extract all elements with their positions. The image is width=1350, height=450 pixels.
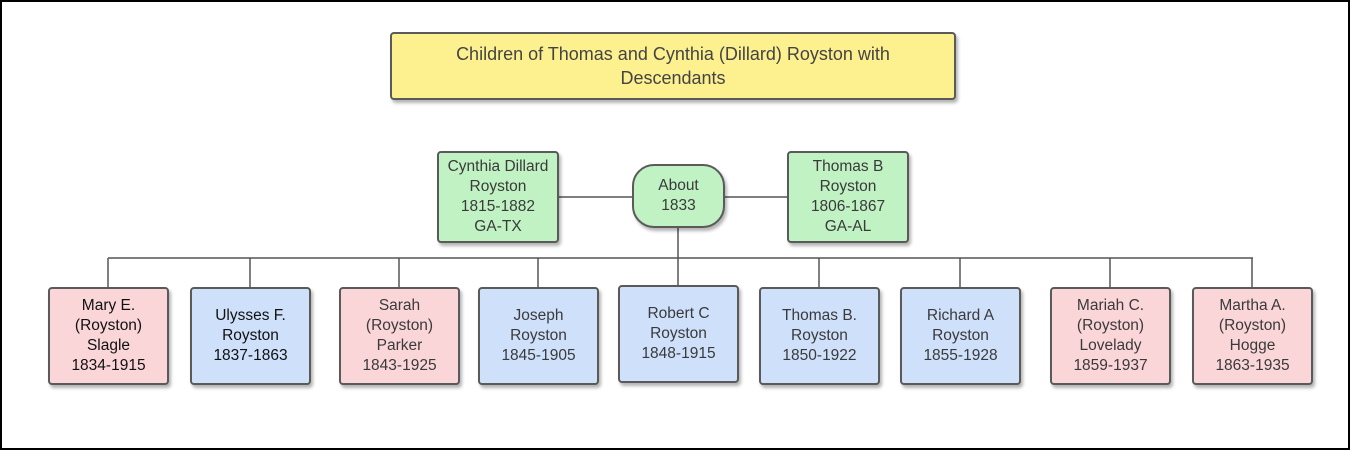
child-text-line: Royston xyxy=(932,327,989,344)
child-text-line: Ulysses F. xyxy=(215,307,286,324)
child-text-line: Lovelady xyxy=(1079,337,1142,354)
child-text-line: (Royston) xyxy=(1218,317,1287,334)
child-text-line: Thomas B. xyxy=(782,307,857,324)
father-name: Thomas B xyxy=(812,158,884,175)
chart-title: Children of Thomas and Cynthia (Dillard)… xyxy=(390,32,956,100)
child-text-line: Martha A. xyxy=(1219,297,1286,314)
child-text-line: Richard A xyxy=(926,307,995,324)
father-box: Thomas B Royston 1806-1867 GA-AL xyxy=(787,151,909,243)
child-text: Robert C Royston 1848-1915 xyxy=(641,304,715,364)
child-text-line: Royston xyxy=(791,327,848,344)
child-text-line: Joseph xyxy=(513,307,564,324)
child-box: Martha A. (Royston) Hogge 1863-1935 xyxy=(1192,287,1313,385)
mother-text: Cynthia Dillard Royston 1815-1882 GA-TX xyxy=(448,157,549,237)
child-text-line: Royston xyxy=(510,327,567,344)
child-text-line: 1859-1937 xyxy=(1073,357,1148,374)
child-box: Mary E. (Royston) Slagle 1834-1915 xyxy=(48,287,169,385)
child-text: Ulysses F. Royston 1837-1863 xyxy=(213,306,287,366)
child-text-line: 1834-1915 xyxy=(71,357,146,374)
child-text: Mary E. (Royston) Slagle 1834-1915 xyxy=(71,296,145,376)
title-text: Children of Thomas and Cynthia (Dillard)… xyxy=(456,44,890,88)
child-box: Ulysses F. Royston 1837-1863 xyxy=(190,287,311,385)
child-text-line: Royston xyxy=(222,327,279,344)
marriage-node: About 1833 xyxy=(632,164,725,228)
child-box: Thomas B. Royston 1850-1922 xyxy=(759,287,880,385)
child-text-line: 1855-1928 xyxy=(923,347,998,364)
child-text-line: (Royston) xyxy=(74,317,143,334)
child-box: Richard A Royston 1855-1928 xyxy=(900,287,1021,385)
mother-name: Cynthia Dillard xyxy=(447,158,549,175)
child-text-line: Royston xyxy=(650,325,707,342)
child-text: Sarah (Royston) Parker 1843-1925 xyxy=(362,296,436,376)
marriage-text: About 1833 xyxy=(658,176,699,216)
child-text-line: 1845-1905 xyxy=(501,347,576,364)
child-text-line: Sarah xyxy=(378,297,421,314)
child-box: Sarah (Royston) Parker 1843-1925 xyxy=(339,287,460,385)
child-text-line: 1850-1922 xyxy=(782,347,857,364)
child-text-line: 1843-1925 xyxy=(362,357,437,374)
mother-places: GA-TX xyxy=(474,218,522,235)
child-text-line: 1837-1863 xyxy=(213,347,288,364)
child-text-line: Parker xyxy=(376,337,423,354)
child-text-line: Mariah C. xyxy=(1076,297,1145,314)
child-text: Mariah C. (Royston) Lovelady 1859-1937 xyxy=(1073,296,1147,376)
marriage-year: 1833 xyxy=(661,197,696,214)
father-surname: Royston xyxy=(819,178,877,195)
child-text-line: Robert C xyxy=(647,305,710,322)
mother-box: Cynthia Dillard Royston 1815-1882 GA-TX xyxy=(437,151,559,243)
child-text-line: 1863-1935 xyxy=(1215,357,1290,374)
child-box: Mariah C. (Royston) Lovelady 1859-1937 xyxy=(1050,287,1171,385)
child-text-line: Mary E. xyxy=(81,297,136,314)
father-places: GA-AL xyxy=(824,218,872,235)
mother-dates: 1815-1882 xyxy=(460,198,536,215)
marriage-about: About xyxy=(658,177,699,194)
child-box: Robert C Royston 1848-1915 xyxy=(618,285,739,383)
child-drop-lines xyxy=(107,258,1253,287)
child-text-line: (Royston) xyxy=(365,317,434,334)
mother-surname: Royston xyxy=(469,178,527,195)
child-text: Richard A Royston 1855-1928 xyxy=(923,306,997,366)
child-text-line: Slagle xyxy=(86,337,131,354)
child-text-line: 1848-1915 xyxy=(641,345,716,362)
child-text: Martha A. (Royston) Hogge 1863-1935 xyxy=(1215,296,1289,376)
father-text: Thomas B Royston 1806-1867 GA-AL xyxy=(811,157,885,237)
child-text-line: Hogge xyxy=(1229,337,1276,354)
father-dates: 1806-1867 xyxy=(810,198,886,215)
child-text: Thomas B. Royston 1850-1922 xyxy=(782,306,857,366)
child-text-line: (Royston) xyxy=(1076,317,1145,334)
